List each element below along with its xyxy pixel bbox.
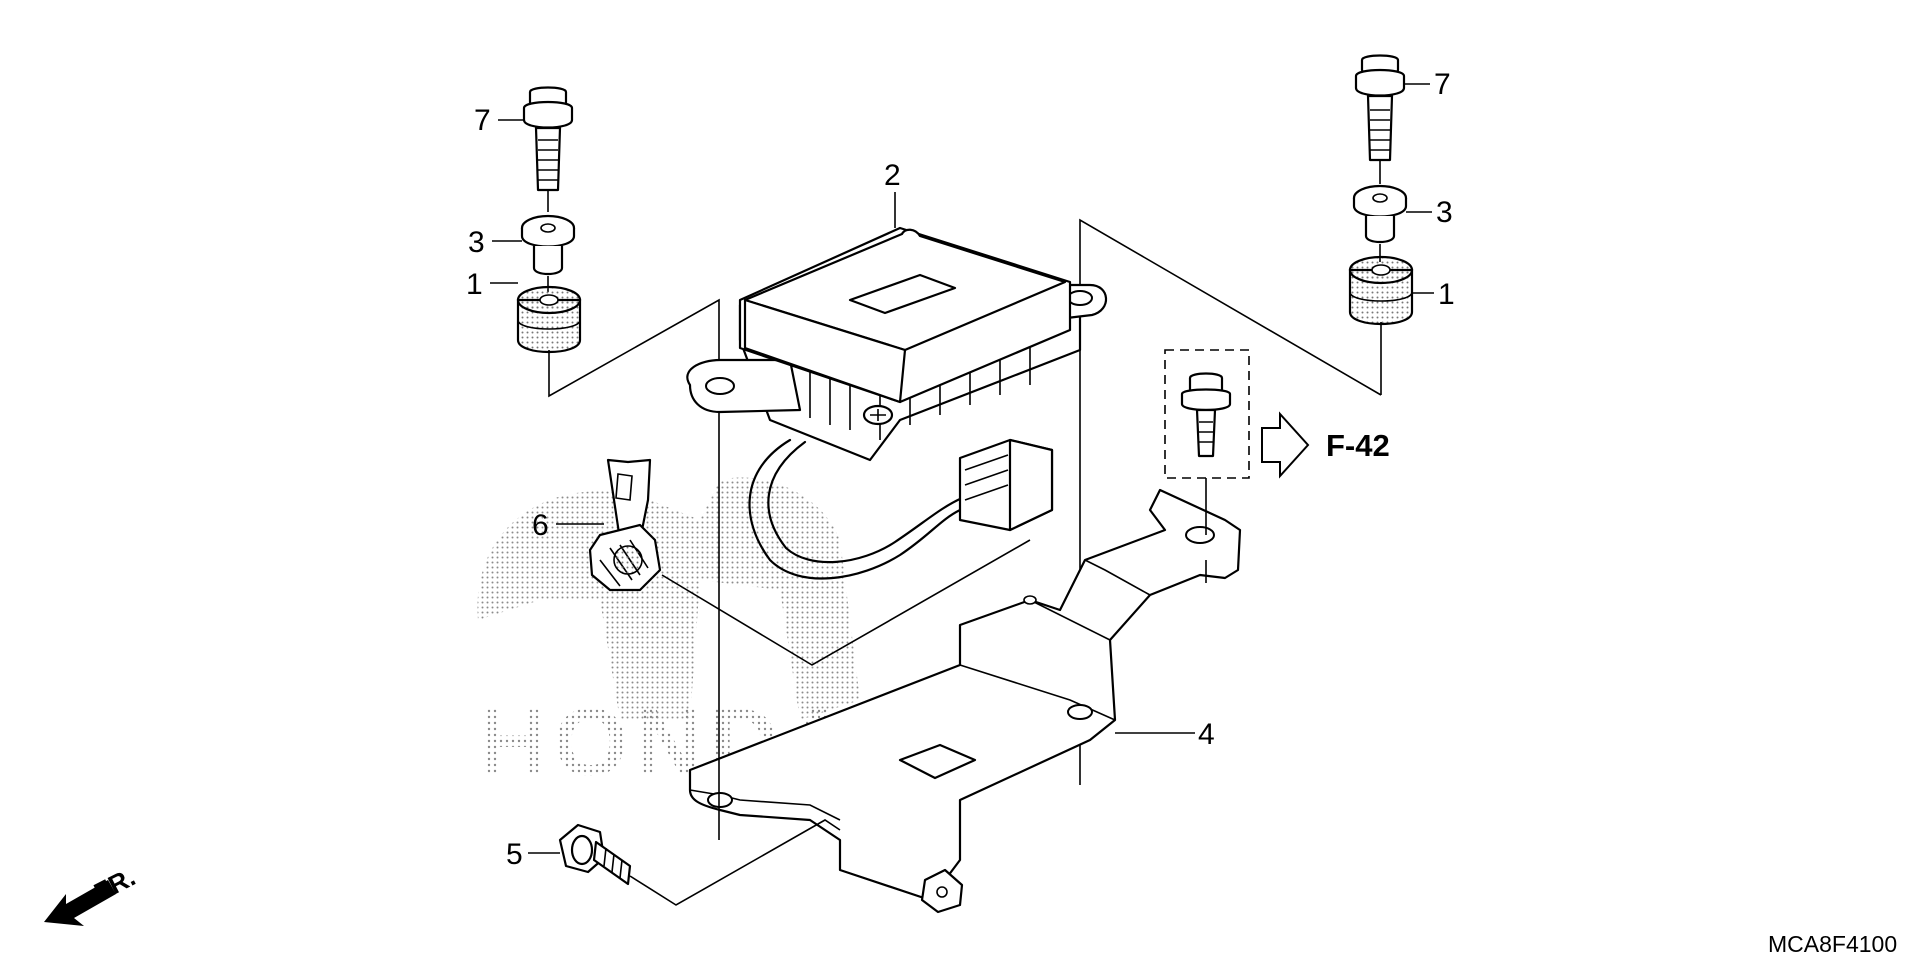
left-collar-3 — [520, 214, 576, 276]
reference-f42: F-42 — [1326, 428, 1390, 463]
diagram-code: MCA8F4100 — [1768, 931, 1897, 957]
right-bolt-7 — [1354, 54, 1406, 162]
callout-5: 5 — [506, 838, 523, 871]
bracket-4 — [688, 488, 1242, 914]
control-unit-2 — [686, 226, 1108, 580]
right-grommet-1 — [1348, 255, 1414, 326]
callout-6: 6 — [532, 509, 549, 542]
clip-6 — [588, 458, 662, 592]
callout-7-left: 7 — [474, 104, 491, 137]
left-grommet-1 — [516, 285, 582, 354]
right-collar-3 — [1352, 184, 1408, 244]
reference-bolt — [1180, 372, 1232, 458]
left-bolt-7 — [522, 86, 574, 192]
callout-4: 4 — [1198, 718, 1215, 751]
reference-arrow-icon — [1261, 411, 1310, 479]
callout-1-left: 1 — [466, 268, 483, 301]
front-arrow-icon — [44, 880, 116, 926]
callout-3-left: 3 — [468, 226, 485, 259]
callout-1-right: 1 — [1438, 278, 1455, 311]
bolt-5 — [558, 823, 632, 886]
callout-3-right: 3 — [1436, 196, 1453, 229]
callout-2: 2 — [884, 159, 901, 192]
reference-dashed-box — [1164, 349, 1250, 479]
callout-7-right: 7 — [1434, 68, 1451, 101]
front-direction-indicator: FR. — [44, 862, 140, 926]
